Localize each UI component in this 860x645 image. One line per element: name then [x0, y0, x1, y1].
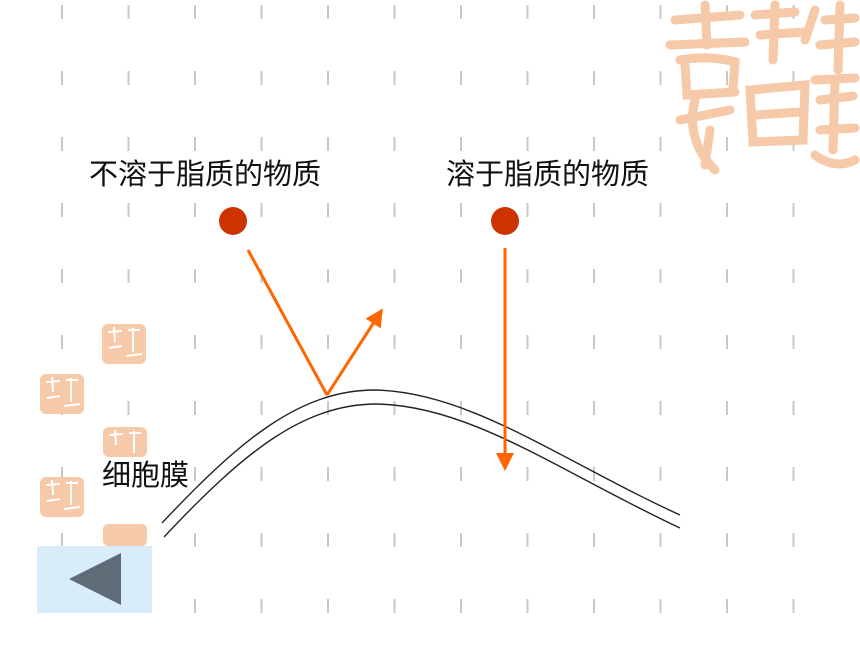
insoluble-particle	[219, 207, 247, 235]
insoluble-label: 不溶于脂质的物质	[89, 157, 322, 191]
back-button[interactable]	[37, 546, 152, 613]
reflected-arrow	[325, 308, 383, 396]
triangle-left-icon	[69, 553, 121, 605]
seal-stamp-icon	[103, 427, 147, 457]
soluble-particle	[491, 207, 519, 235]
seal-stamp-icon	[40, 477, 84, 517]
cell-membrane-outer	[161, 389, 681, 524]
seal-stamp-icon	[665, 0, 860, 175]
incoming-arrow	[246, 249, 329, 396]
soluble-label: 溶于脂质的物质	[446, 157, 650, 191]
seal-stamp-icon	[102, 324, 146, 364]
seal-stamp-icon	[103, 524, 147, 546]
seal-stamp-icon	[40, 374, 84, 414]
membrane-label: 细胞膜	[102, 458, 190, 492]
cell-membrane-inner	[163, 403, 681, 538]
